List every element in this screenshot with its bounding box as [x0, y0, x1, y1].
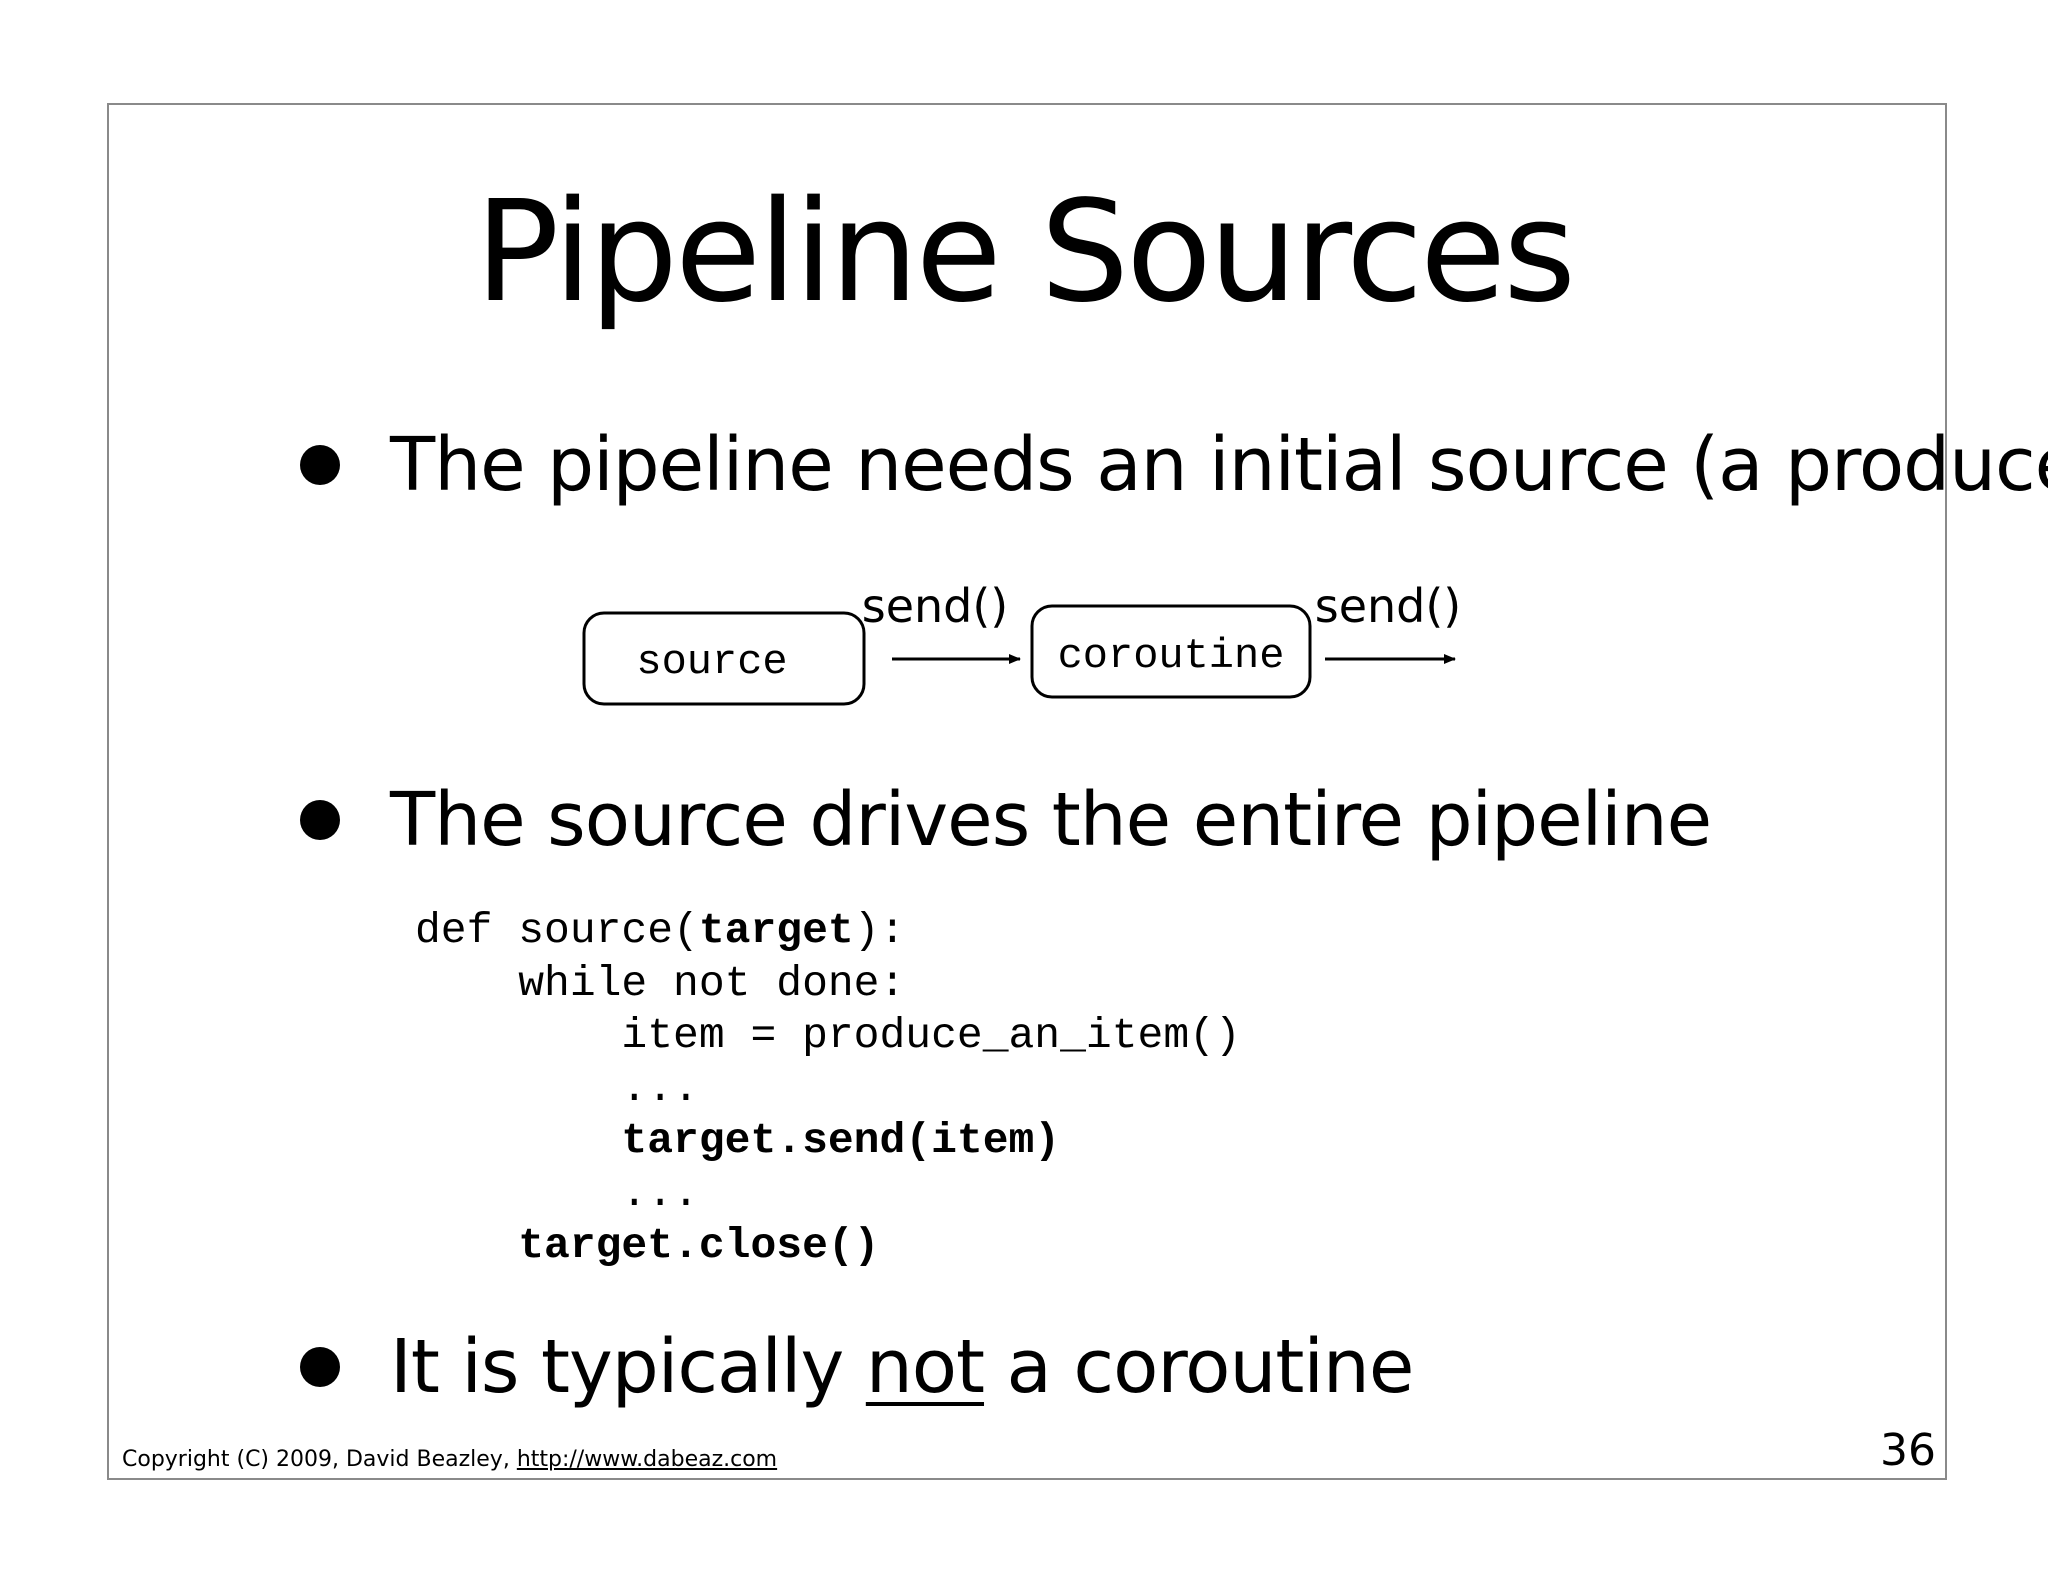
bullet-3-underlined-word: not [865, 1324, 985, 1410]
slide-frame [107, 103, 1947, 1480]
bullet-3-text-after: a coroutine [984, 1324, 1415, 1410]
code-line: item = produce_an_item() [415, 1011, 1241, 1060]
code-token: ... [415, 1063, 699, 1113]
code-line: ... [415, 1168, 699, 1218]
bullet-3-text-before: It is typically [390, 1324, 866, 1410]
code-token-bold: target.close() [415, 1221, 880, 1270]
bullet-2-text: The source drives the entire pipeline [390, 777, 1712, 863]
page-number: 36 [1880, 1425, 1936, 1476]
code-token: item = produce_an_item() [415, 1011, 1241, 1060]
code-line: ... [415, 1063, 699, 1113]
code-line: target.close() [415, 1221, 879, 1270]
bullet-icon [300, 1347, 340, 1387]
code-token: ... [415, 1168, 699, 1218]
code-token: while not done: [415, 958, 906, 1008]
code-line: def source(target): [415, 906, 905, 955]
code-token: def source( [415, 906, 699, 955]
bullet-1-text: The pipeline needs an initial source (a … [390, 422, 2048, 508]
code-token-bold: target.send(item) [415, 1116, 1061, 1165]
code-token: ): [853, 906, 906, 955]
bullet-3-text: It is typically not a coroutine [390, 1322, 1415, 1412]
author-website-link[interactable]: http://www.dabeaz.com [516, 1447, 778, 1472]
code-block: def source(target): while not done: item… [415, 905, 1241, 1273]
copyright-text: Copyright (C) 2009, David Beazley, [122, 1447, 517, 1472]
code-line: while not done: [415, 959, 905, 1008]
bullet-icon [300, 800, 340, 840]
slide-title: Pipeline Sources [474, 171, 1576, 334]
bullet-icon [300, 445, 340, 485]
code-token-bold: target [698, 906, 854, 955]
copyright-footer: Copyright (C) 2009, David Beazley, http:… [122, 1447, 777, 1472]
code-line: target.send(item) [415, 1116, 1060, 1165]
